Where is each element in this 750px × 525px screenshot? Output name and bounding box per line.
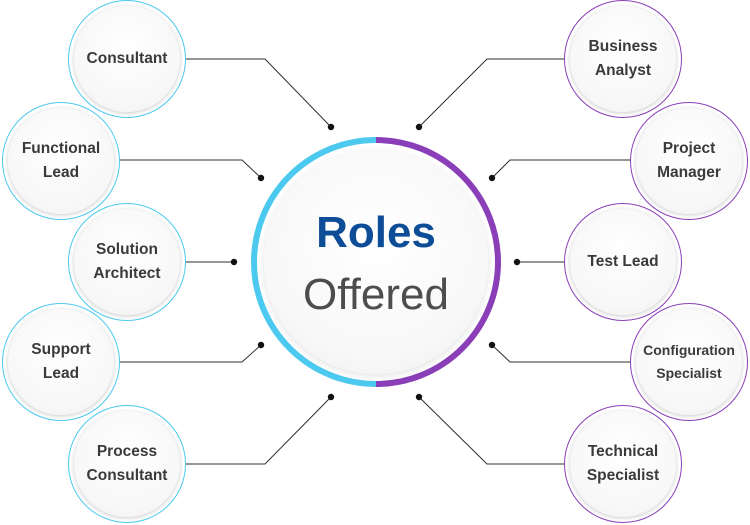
role-label: Technical Specialist [586, 443, 660, 484]
connector-dot [488, 174, 496, 182]
role-label: Business Analyst [588, 38, 658, 79]
role-consultant: Consultant [68, 0, 186, 118]
roles-hub: Roles Offered [250, 136, 502, 388]
connector-project-manager [491, 159, 632, 179]
connector-dot [257, 341, 265, 349]
connector-support-lead [120, 344, 262, 363]
connector-dot [327, 123, 335, 131]
hub-ring-left-arc [251, 137, 377, 387]
hub-subtitle: Offered [303, 270, 449, 319]
connector-dot [415, 393, 423, 401]
connector-dot [230, 258, 238, 266]
role-configuration-specialist: Configuration Specialist [630, 303, 748, 421]
connector-dot [513, 258, 521, 266]
role-process-consultant: Process Consultant [68, 405, 186, 523]
role-label: Project Manager [657, 140, 721, 181]
role-technical-specialist: Technical Specialist [564, 405, 682, 523]
role-support-lead: Support Lead [2, 303, 120, 421]
connector-configuration-specialist [491, 344, 632, 363]
connector-dot [488, 341, 496, 349]
role-business-analyst: Business Analyst [564, 0, 682, 118]
role-label: Consultant [86, 50, 168, 67]
role-solution-architect: Solution Architect [68, 203, 186, 321]
connector-technical-specialist [418, 396, 568, 465]
role-label: Process Consultant [86, 443, 168, 484]
connector-dot [415, 123, 423, 131]
role-label: Support Lead [31, 341, 91, 382]
connector-dot [257, 174, 265, 182]
role-functional-lead: Functional Lead [2, 102, 120, 220]
connector-process-consultant [183, 396, 332, 465]
role-label: Solution Architect [93, 241, 161, 282]
role-test-lead: Test Lead [564, 203, 682, 321]
role-project-manager: Project Manager [630, 102, 748, 220]
role-label: Functional Lead [21, 140, 101, 181]
hub-title: Roles [316, 208, 436, 257]
connector-dot [327, 393, 335, 401]
role-label: Configuration Specialist [643, 342, 735, 381]
role-label: Test Lead [587, 253, 659, 270]
connector-functional-lead [120, 159, 262, 179]
connector-business-analyst [418, 58, 568, 128]
hub-face [264, 150, 488, 374]
connector-consultant [183, 58, 332, 128]
hub-ring-right-arc [375, 137, 501, 387]
hub-ring [251, 137, 501, 387]
